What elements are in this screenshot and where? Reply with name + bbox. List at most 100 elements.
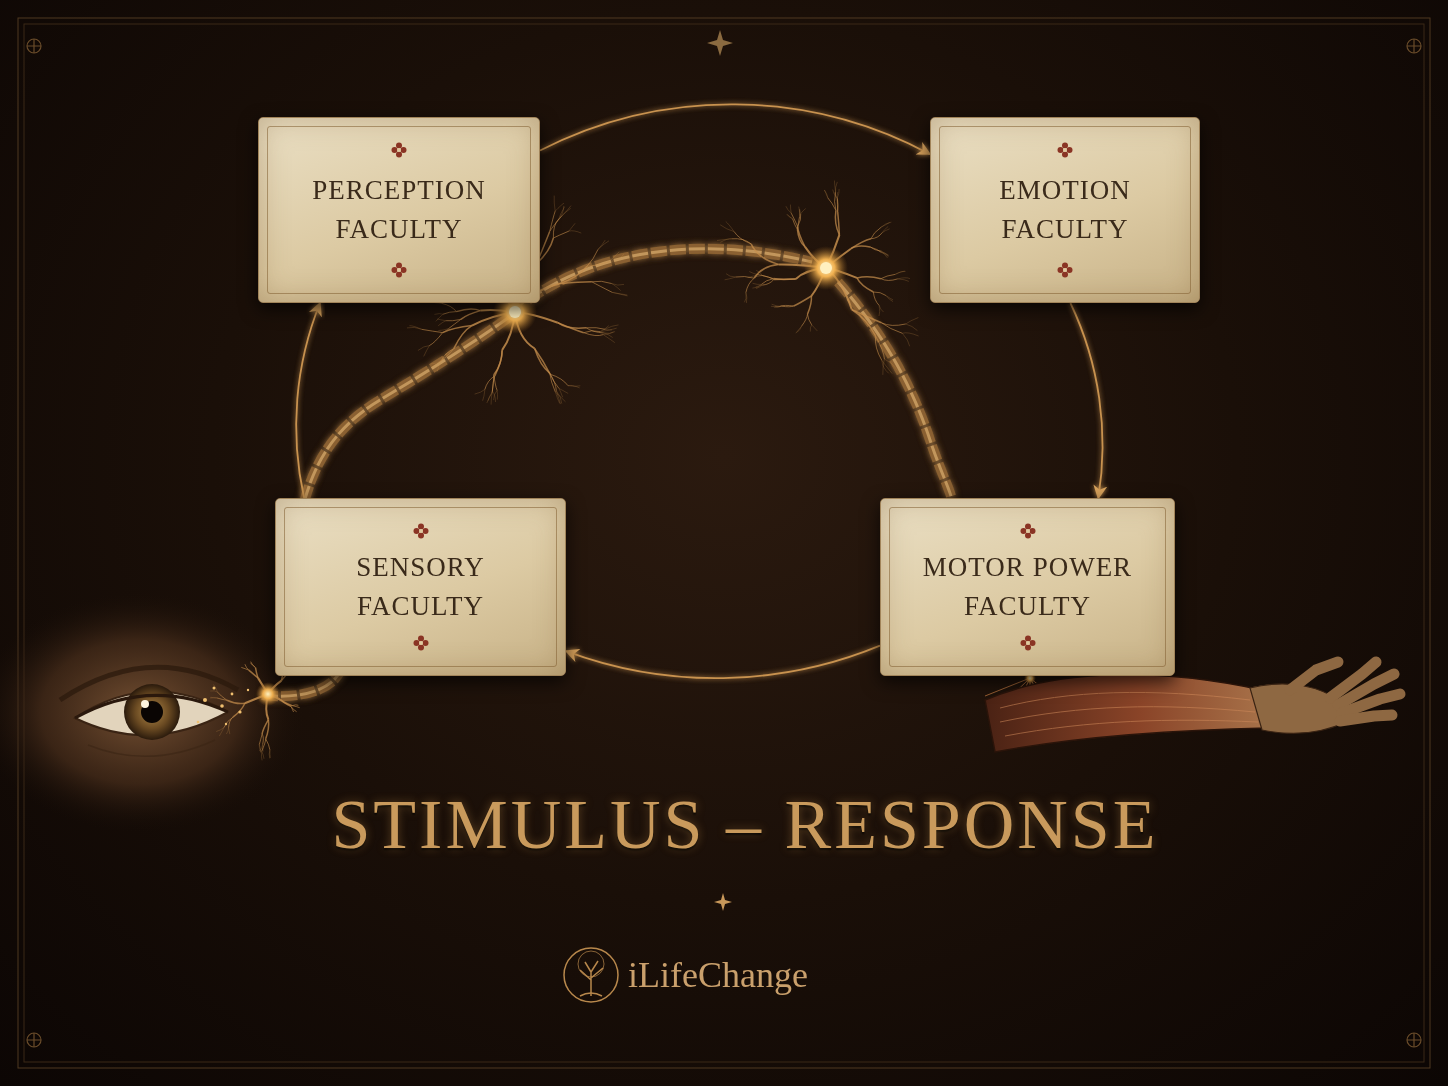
dendrite-branch [881, 253, 889, 257]
dendrite-branch [882, 251, 889, 256]
dendrite-branch [437, 319, 446, 321]
dendrite-branch [245, 664, 249, 670]
dendrite-branch [282, 701, 291, 706]
dendrite-branch [249, 670, 258, 678]
dendrite-branch [751, 244, 779, 265]
dendrite-branch [262, 739, 266, 751]
box-label: EMOTION FACULTY [963, 171, 1168, 249]
dendrite-branch [612, 292, 627, 295]
dendrite-branch [550, 373, 557, 391]
logo-rule-left [30, 975, 550, 976]
box-ornament [1020, 523, 1036, 539]
dendrite-branch [734, 232, 751, 244]
dendrite-branch [562, 206, 571, 216]
dendrite-branch [226, 728, 228, 734]
dendrite-branch [774, 278, 796, 280]
dendrite-branch [787, 214, 793, 218]
dendrite-branch [609, 254, 624, 262]
dendrite-branch [488, 392, 492, 401]
dendrite-branch [259, 734, 262, 745]
dendrite-branch [554, 196, 555, 212]
dendrite-branch [587, 249, 598, 266]
ornament-petal [418, 524, 424, 530]
dendrite-branch [251, 662, 256, 668]
neuron-bodies [256, 246, 848, 706]
dendrite-branch [895, 271, 905, 274]
title-star [714, 893, 732, 911]
dendrite-branch [461, 311, 481, 320]
box-text-group: EMOTION FACULTY [963, 171, 1168, 249]
dendrite-branch [857, 277, 881, 279]
dendrite-branch [558, 323, 586, 328]
ornament-petal [1058, 147, 1064, 153]
dendrite-branch [851, 239, 871, 249]
dendrite-branch [609, 252, 619, 262]
dendrite-branch [210, 691, 217, 692]
dendrite-branch [612, 292, 627, 296]
dendrite-branch [802, 314, 808, 326]
dendrite-branch [758, 275, 774, 279]
dendrite-branch [824, 190, 828, 198]
dendrite-branch [780, 305, 794, 307]
dendrite-branch [261, 751, 263, 760]
ornament-petal [418, 636, 424, 642]
box-text-group: SENSORY FACULTY [318, 548, 523, 626]
ornament-petal [1025, 533, 1031, 539]
dendrite-branch [598, 241, 609, 250]
dendrite-branch [291, 706, 297, 711]
ornament-center [1026, 529, 1030, 533]
dendrite-branch [895, 271, 906, 274]
cycle-arrow [540, 104, 930, 154]
dendrite-branch [262, 751, 264, 759]
dendrite-branch [475, 389, 485, 394]
dendrite-branch [569, 231, 581, 233]
dendrite-branch [259, 745, 260, 753]
ornament-petal [392, 147, 398, 153]
dendrite-branch [835, 210, 839, 235]
logo-rule-right [905, 975, 1418, 976]
ornament-petal [396, 263, 402, 269]
dendrite-branch [612, 284, 621, 291]
ornament-petal [413, 528, 419, 534]
box-label: PERCEPTION FACULTY [297, 171, 502, 249]
dendrite-branch [550, 373, 556, 392]
dendrite-branch [535, 349, 550, 374]
dendrite-branch [262, 734, 263, 744]
dendrite-branch [210, 697, 217, 698]
dendrite-branch [870, 247, 881, 253]
corner-ornaments [27, 39, 1421, 1047]
dendrite-branch [250, 663, 255, 668]
dendrite-branch [219, 728, 224, 737]
box-ornament [1057, 142, 1073, 158]
box-ornament [413, 635, 429, 651]
ornament-petal [1020, 640, 1026, 646]
ornament-center [1026, 641, 1030, 645]
dendrite-branch [725, 277, 736, 280]
ornament-petal [422, 528, 428, 534]
dendrite-branch [745, 293, 747, 304]
dendrite-branch [798, 227, 805, 247]
dendrite-branch [837, 192, 839, 199]
dendrite-branch [592, 282, 613, 293]
dendrite-branch [882, 360, 892, 373]
dendrite-branch [605, 328, 617, 330]
dendrite-branch [882, 229, 890, 233]
ornament-petal [413, 640, 419, 646]
dendrite-branch [559, 282, 592, 284]
dendrite-branch [756, 285, 763, 289]
dendrite-branch [837, 199, 839, 212]
cycle-arrow [566, 646, 880, 678]
dendrite-branch [852, 310, 882, 323]
ornament-center [397, 268, 401, 272]
ornament-petal [396, 272, 402, 278]
dendrite-branch [442, 303, 457, 311]
brand-name: iLifeChange [628, 957, 808, 993]
dendrite-branch [772, 304, 780, 306]
cycle-arrow [1070, 303, 1102, 498]
dendrite-branch [443, 312, 456, 315]
dendrite-branch [432, 361, 441, 367]
dendrite-branch [873, 292, 879, 305]
ornament-petal [422, 640, 428, 646]
dendrite-branch [492, 376, 495, 392]
logo-tree-icon [564, 948, 618, 1002]
